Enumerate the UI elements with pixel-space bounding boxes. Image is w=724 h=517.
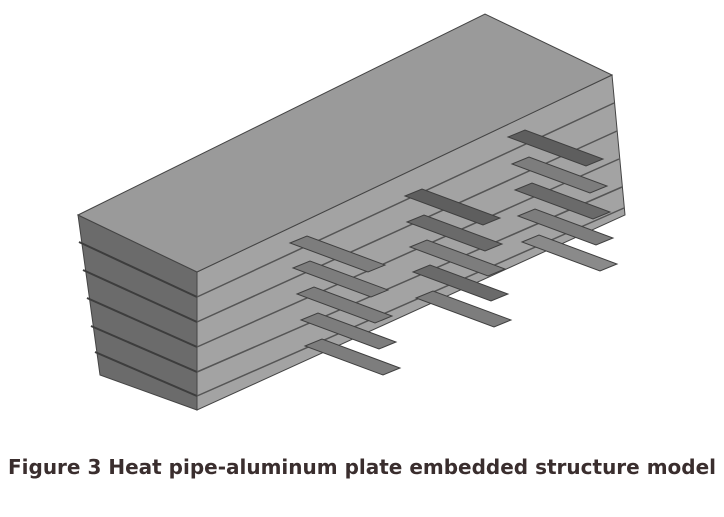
side-layer-edges: [78, 241, 198, 397]
top-plate-face: [76, 13, 614, 273]
structure-model-figure: [76, 13, 626, 411]
figure-caption: Figure 3 Heat pipe-aluminum plate embedd…: [7, 455, 717, 479]
heat-pipe-plate-model-illustration: [76, 13, 626, 411]
heat-pipes: [288, 129, 619, 376]
